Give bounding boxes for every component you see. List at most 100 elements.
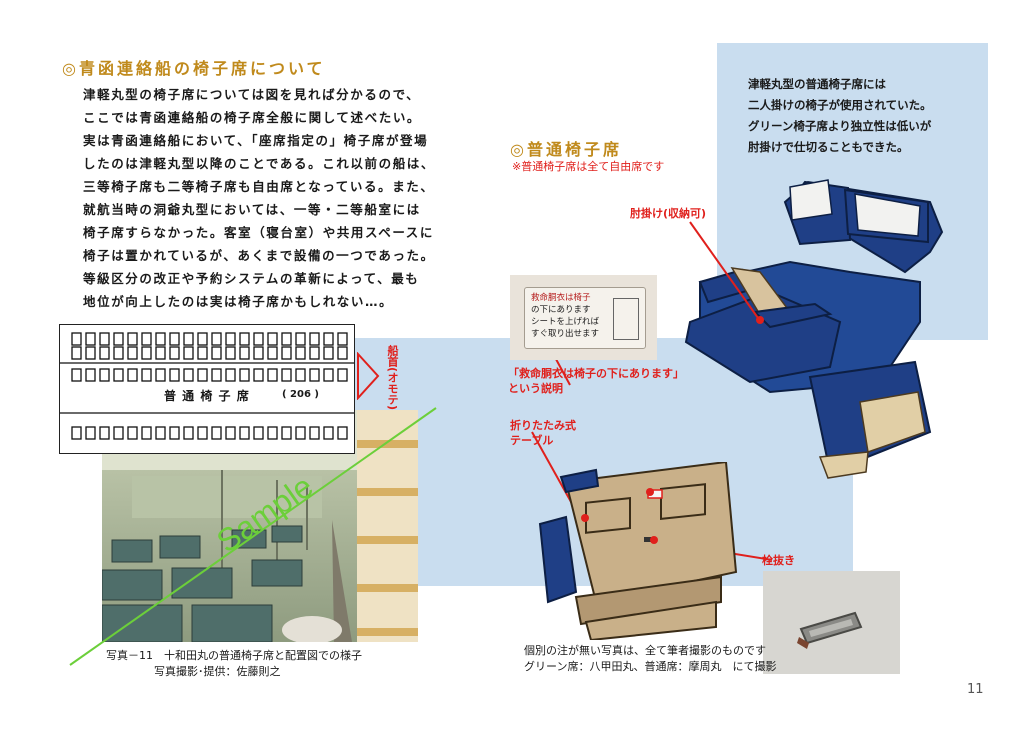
caption-line: 写真－11 十和田丸の普通椅子席と配置図での様子: [106, 649, 362, 662]
seat-mark: [225, 368, 236, 382]
seat-mark: [85, 346, 96, 360]
seat-mark: [253, 346, 264, 360]
seat-mark: [141, 332, 152, 346]
seat-mark: [295, 368, 306, 382]
seat-mark: [141, 346, 152, 360]
seat-mark: [239, 332, 250, 346]
diagram-count: ( 206 ): [282, 389, 319, 400]
seat-mark: [71, 346, 82, 360]
seat-mark: [267, 332, 278, 346]
double-seat-illustration: [680, 172, 950, 488]
seat-mark: [337, 426, 348, 440]
seat-mark: [141, 368, 152, 382]
bow-label: 船首(オモテ): [386, 345, 399, 411]
paragraph-line: 就航当時の洞爺丸型においては、一等・二等船室には: [83, 202, 421, 217]
seat-mark: [85, 368, 96, 382]
lifejacket-label: 「救命胴衣は椅子の下にあります」 という説明: [508, 366, 684, 396]
sign-line: すぐ取り出せます: [531, 329, 600, 339]
seat-mark: [71, 368, 82, 382]
lifejacket-sign-photo: 救命胴衣は椅子 の下にあります シートを上げれば すぐ取り出せます: [510, 275, 657, 360]
seat-mark: [323, 332, 334, 346]
seat-mark: [267, 426, 278, 440]
seat-mark: [211, 332, 222, 346]
section-title-standard-seats: ◎普通椅子席: [510, 140, 622, 159]
seat-mark: [127, 332, 138, 346]
sign-plate: 救命胴衣は椅子 の下にあります シートを上げれば すぐ取り出せます: [524, 287, 646, 349]
paragraph-line: 椅子席すらなかった。客室（寝台室）や共用スペースに: [83, 225, 435, 240]
seat-mark: [99, 368, 110, 382]
bottle-opener-photo: [763, 571, 900, 674]
seat-mark: [141, 426, 152, 440]
box-line: 津軽丸型の普通椅子席には: [748, 77, 886, 91]
seat-mark: [99, 332, 110, 346]
seat-mark: [211, 346, 222, 360]
seat-mark: [155, 332, 166, 346]
box-line: グリーン椅子席より独立性は低いが: [748, 119, 932, 133]
diagram-label: 普 通 椅 子 席: [164, 389, 250, 403]
seat-mark: [337, 346, 348, 360]
bow-arrow: [356, 351, 380, 404]
seat-mark: [155, 426, 166, 440]
box-line: 二人掛けの椅子が使用されていた。: [748, 98, 932, 112]
seat-layout-diagram: 普 通 椅 子 席 ( 206 ): [59, 324, 355, 454]
seat-mark: [197, 332, 208, 346]
seat-mark: [127, 368, 138, 382]
seat-mark: [127, 426, 138, 440]
seat-back-illustration: [536, 460, 756, 644]
seat-mark: [225, 332, 236, 346]
seat-mark: [155, 368, 166, 382]
note-line: 個別の注が無い写真は、全て筆者撮影のものです: [524, 644, 766, 657]
folding-table-label: 折りたたみ式 テーブル: [510, 418, 576, 448]
seat-mark: [309, 332, 320, 346]
seat-mark: [169, 426, 180, 440]
seat-mark: [127, 346, 138, 360]
seat-mark: [113, 346, 124, 360]
seat-mark: [113, 332, 124, 346]
seat-mark: [309, 368, 320, 382]
seat-mark: [337, 368, 348, 382]
subheading-note: ※普通椅子席は全て自由席です: [512, 160, 665, 173]
seat-mark: [169, 368, 180, 382]
seat-mark: [183, 426, 194, 440]
seat-mark: [323, 368, 334, 382]
paragraph-line: 等級区分の改正や予約システムの革新によって、最も: [83, 271, 420, 286]
table-label-line: テーブル: [510, 434, 554, 447]
seat-mark: [281, 332, 292, 346]
seat-mark: [197, 426, 208, 440]
seat-mark: [85, 332, 96, 346]
armrest-label: 肘掛け(収納可): [630, 207, 707, 220]
seat-mark: [211, 368, 222, 382]
paragraph-line: 実は青函連絡船において、「座席指定の」椅子席が登場: [83, 133, 429, 148]
seat-mark: [281, 426, 292, 440]
seat-mark: [169, 332, 180, 346]
seat-mark: [183, 346, 194, 360]
seat-mark: [197, 368, 208, 382]
paragraph-line: 地位が向上したのは実は椅子席かもしれない…。: [83, 294, 394, 309]
lifejacket-label-line: 「救命胴衣は椅子の下にあります」: [508, 367, 684, 380]
seat-mark: [197, 346, 208, 360]
seat-mark: [99, 426, 110, 440]
seat-mark: [239, 426, 250, 440]
seat-mark: [295, 346, 306, 360]
seat-mark: [99, 346, 110, 360]
seat-mark: [253, 332, 264, 346]
description-box: 津軽丸型の普通椅子席には 二人掛けの椅子が使用されていた。 グリーン椅子席より独…: [748, 74, 932, 158]
paragraph-line: したのは津軽丸型以降のことである。これ以前の船は、: [83, 156, 436, 171]
sign-figure-icon: [613, 298, 639, 340]
section-title-chairs: ◎青函連絡船の椅子席について: [62, 59, 326, 78]
seat-mark: [323, 346, 334, 360]
seat-mark: [337, 332, 348, 346]
sign-line: の下にあります: [531, 305, 591, 315]
seat-mark: [295, 426, 306, 440]
seat-mark: [225, 346, 236, 360]
seat-mark: [281, 368, 292, 382]
seat-mark: [281, 346, 292, 360]
seat-mark: [239, 346, 250, 360]
paragraph-line: 三等椅子席も二等椅子席も自由席となっている。また、: [83, 179, 435, 194]
photo-credit-note: 個別の注が無い写真は、全て筆者撮影のものです グリーン席：八甲田丸、普通席：摩周…: [524, 643, 776, 675]
seat-mark: [253, 426, 264, 440]
bottle-opener-label: 栓抜き: [762, 554, 795, 567]
seat-mark: [267, 346, 278, 360]
seat-mark: [85, 426, 96, 440]
page-number: 11: [967, 682, 984, 697]
